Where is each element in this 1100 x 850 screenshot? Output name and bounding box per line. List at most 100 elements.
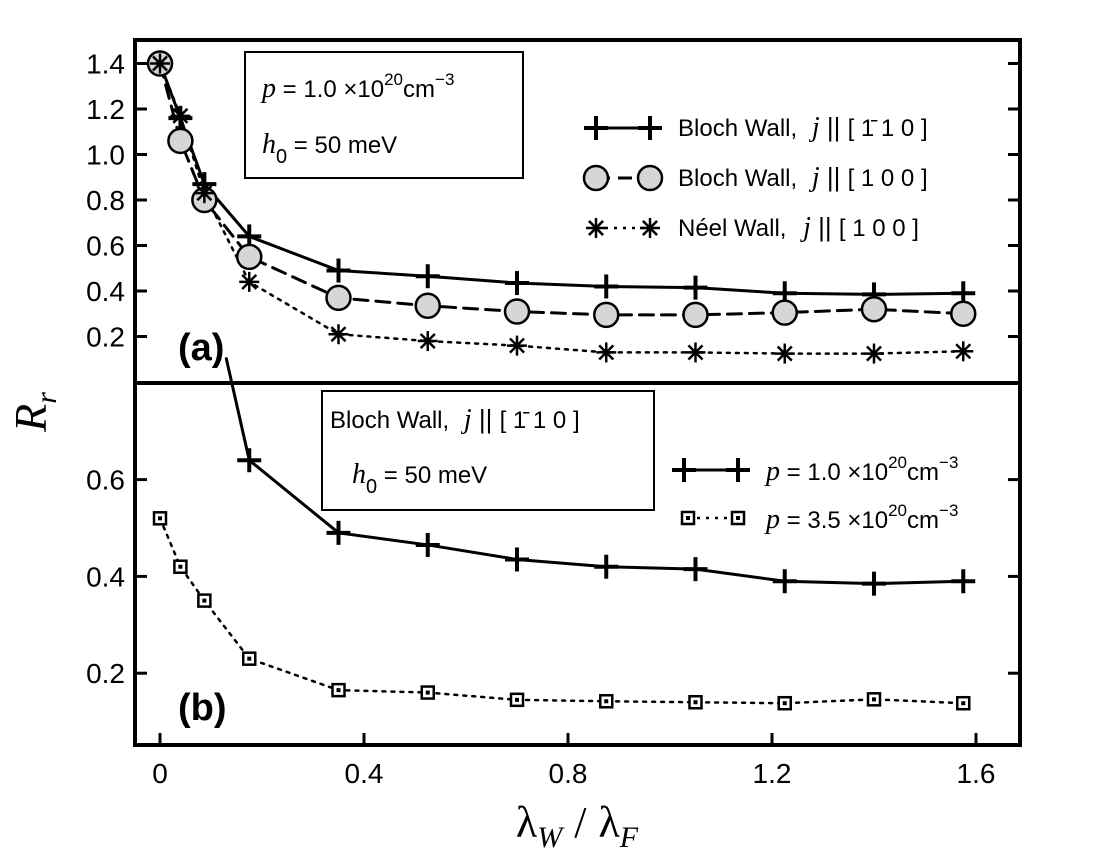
panel-a-series-1-point-11-c (950, 300, 977, 327)
panel-b-series-1-point-7-i (604, 699, 609, 704)
panel-a-ytick-label-0: 0.2 (86, 322, 125, 353)
panel-a-series-1-point-6-c (503, 298, 531, 325)
panel-b-series-1-point-10-i (872, 697, 876, 702)
panel-b-series-0-point-1 (326, 520, 351, 545)
legend-b-1-marker-left-i (686, 516, 690, 520)
panel-a-series-1-point-10 (860, 295, 888, 323)
panel-a-series-0-point-7 (594, 274, 619, 299)
panel-b-series-0-point-6 (772, 569, 797, 594)
panel-a-series-2-point-0 (150, 53, 170, 74)
legend-a-2-marker-left-s3 (588, 220, 604, 236)
panel-a-series-2-point-0-s3 (152, 55, 168, 72)
panel-a-series-2-point-11-s3 (955, 343, 972, 360)
panel-a-series-2-point-4 (328, 324, 349, 345)
panel-a-series-2-point-10-s3 (866, 345, 882, 362)
panel-a-series-2-line (158, 62, 965, 355)
panel-b-ytick-label-0: 0.2 (86, 658, 125, 689)
panel-a-ytick-label-6: 1.4 (86, 49, 125, 80)
legend-sample-bloch-100 (582, 164, 664, 192)
panel-b-series-1-point-6 (509, 692, 525, 708)
panel-b-series-1-point-9 (777, 695, 792, 711)
panel-a-series-0-point-5 (415, 264, 440, 289)
panel-a-series-1-point-8-c (682, 301, 709, 329)
legend-b-1-marker-left (680, 510, 696, 526)
panel-a-series-0-point-4 (326, 258, 351, 283)
panel-b-series-0-point-7 (862, 571, 886, 596)
panel-b-series-lines (158, 357, 965, 705)
panel-b-annotation-line1: Bloch Wall, j || [ 1̄ 1 0 ] (330, 404, 580, 435)
panel-b-xtick-label-1: 0.4 (345, 758, 384, 789)
panel-a-series-2-point-9 (774, 343, 795, 364)
legend-a-2-marker-right (640, 218, 660, 238)
panel-b-series-0-point-5 (683, 557, 708, 582)
legend-label-bloch-110bar: Bloch Wall, j || [ 1̄ 1 0 ] (678, 112, 928, 143)
panel-b-series-0-point-2 (415, 532, 440, 557)
panel-b-annotation-box (321, 390, 655, 511)
panel-a-series-2-point-6-s3 (509, 337, 525, 354)
panel-a-series-2-point-7-s3 (598, 344, 615, 361)
legend-label-neel-100: Néel Wall, j || [ 1 0 0 ] (678, 212, 919, 243)
panel-a-series-2-point-6 (507, 335, 527, 356)
panel-a-series-2-point-8-s3 (687, 344, 704, 361)
panel-a-series-1-point-3-c (236, 243, 263, 271)
panel-a-series-1-point-1-c (167, 127, 194, 155)
panel-a-annotation-box (244, 51, 524, 179)
panel-a-ytick-label-4: 1.0 (86, 140, 125, 171)
legend-a-0-marker-left (584, 116, 608, 140)
panel-b-series-1-point-9-i (782, 701, 787, 706)
panel-a-annotation-line1: p = 1.0 ×1020cm−3 (260, 70, 454, 104)
legend-b-1-marker-right (730, 510, 746, 526)
panel-b-series-1-line (158, 517, 965, 705)
panel-b-series-1-point-11-i (961, 701, 966, 706)
panel-a-series-2-point-5-s3 (419, 333, 436, 350)
panel-a-series-2-point-3 (239, 271, 260, 292)
legend-b-0-marker-left (672, 458, 696, 482)
panel-a-series-0-line (158, 62, 965, 296)
legend-a-2-marker-right-s3 (642, 220, 658, 236)
panel-a-series-2-point-7 (596, 342, 617, 363)
panel-a-series-1-point-4-c (325, 284, 352, 312)
panel-a-ytick-label-5: 1.2 (86, 94, 125, 125)
panel-b-series-1-point-4 (331, 682, 346, 698)
panel-b-ytick-label-1: 0.4 (86, 561, 125, 592)
panel-a-ytick-label-3: 0.8 (86, 185, 125, 216)
panel-a-series-2-point-4-s3 (330, 326, 347, 343)
panel-b-series-1-point-2 (197, 593, 212, 608)
legend-label-p-3.5: p = 3.5 ×1020cm−3 (764, 501, 958, 535)
panel-b-series-1-point-2-i (202, 598, 207, 603)
y-axis-label: Rr (5, 392, 63, 433)
panel-b-xtick-label-4: 1.6 (957, 758, 996, 789)
panel-b-series-1-point-6-i (515, 697, 519, 702)
panel-a-series-1-point-4 (325, 284, 352, 312)
legend-sample-neel-100 (586, 218, 660, 238)
panel-b-series-0-point-0 (237, 448, 262, 473)
panel-b-label: (b) (178, 687, 227, 729)
panel-a-series-1-point-11 (950, 300, 977, 327)
panel-a: 0.20.40.60.81.01.21.4 (a) p = 1.0 ×1020c… (86, 38, 1022, 385)
panel-b-series-1-point-0 (152, 511, 168, 526)
panel-a-series-2-point-8 (685, 342, 706, 363)
panel-b-series-1-point-4-i (336, 688, 341, 693)
panel-a-series-1-point-3 (236, 243, 263, 271)
panel-a-series-1-point-6 (503, 298, 531, 325)
panel-a-series-0-point-8 (683, 275, 708, 300)
legend-label-p-1.0: p = 1.0 ×1020cm−3 (764, 453, 958, 487)
panel-b-annotation-line2: h0 = 50 meV (352, 459, 487, 498)
panel-a-series-1-point-9 (771, 299, 798, 326)
panel-a-annotation-line2: h0 = 50 meV (262, 129, 397, 168)
panel-a-series-2-point-2-s3 (196, 185, 213, 202)
panel-a-series-1-point-10-c (860, 295, 888, 323)
panel-a-legend: Bloch Wall, j || [ 1̄ 1 0 ] Bloch Wall, … (582, 112, 928, 243)
legend-a-1-marker-right (636, 164, 664, 192)
panel-a-label: (a) (178, 327, 224, 369)
legend-sample-p-3.5 (680, 510, 746, 526)
panel-b-xtick-label-2: 0.8 (549, 758, 588, 789)
legend-a-0-marker-right (638, 116, 662, 140)
panel-b-legend: p = 1.0 ×1020cm−3 p = 3.5 ×1020cm−3 (672, 453, 958, 535)
panel-b-series-1-point-8-i (693, 700, 698, 705)
legend-sample-bloch-110bar (584, 116, 662, 140)
panel-b-series-1-point-5-i (425, 690, 430, 695)
panel-b-frame (133, 381, 1022, 747)
